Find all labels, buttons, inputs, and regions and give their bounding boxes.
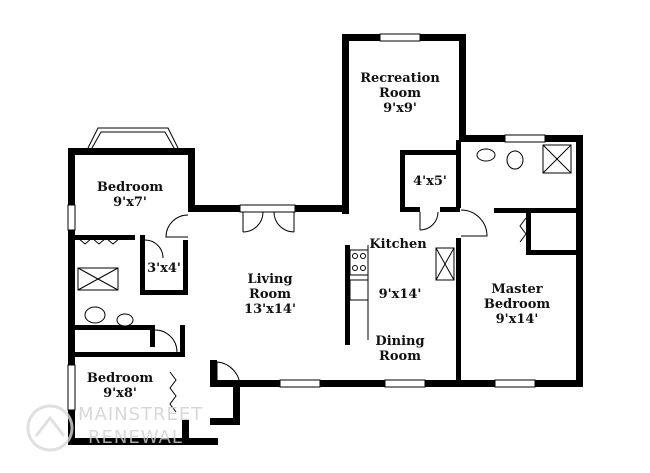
bedroom-bottom-dim: 9'x8' bbox=[103, 386, 137, 401]
watermark: MAINSTREET RENEWAL bbox=[26, 404, 203, 452]
watermark-line-1: MAINSTREET bbox=[78, 404, 203, 425]
fixtures bbox=[77, 144, 572, 340]
living-room-label: Living bbox=[247, 272, 292, 287]
living-room-label-2: Room bbox=[249, 287, 291, 302]
master-bedroom-label: Master bbox=[491, 282, 542, 297]
master-bedroom-dim: 9'x14' bbox=[496, 312, 539, 327]
recreation-room-dim: 9'x9' bbox=[383, 101, 417, 116]
recreation-room-label-2: Room bbox=[379, 86, 421, 101]
doors bbox=[77, 209, 527, 413]
dining-room-label: Dining bbox=[375, 334, 424, 349]
closet-3x4-label: 3'x4' bbox=[147, 261, 181, 276]
master-bedroom-label-2: Bedroom bbox=[484, 297, 551, 312]
bedroom-bottom-label: Bedroom bbox=[87, 371, 154, 386]
watermark-logo-icon bbox=[26, 404, 74, 452]
living-room-dim: 13'x14' bbox=[244, 302, 296, 317]
dining-room-label-2: Room bbox=[379, 349, 421, 364]
kitchen-dim: 9'x14' bbox=[379, 287, 422, 302]
bedroom-top-label: Bedroom bbox=[97, 180, 164, 195]
recreation-room-label: Recreation bbox=[360, 71, 440, 86]
room-labels: Recreation Room 9'x9' Bedroom 9'x7' 4'x5… bbox=[87, 71, 551, 401]
closet-4x5-label: 4'x5' bbox=[413, 174, 447, 189]
kitchen-label: Kitchen bbox=[369, 237, 427, 252]
bedroom-top-dim: 9'x7' bbox=[113, 195, 147, 210]
watermark-line-2: RENEWAL bbox=[88, 427, 183, 448]
windows bbox=[67, 33, 546, 411]
